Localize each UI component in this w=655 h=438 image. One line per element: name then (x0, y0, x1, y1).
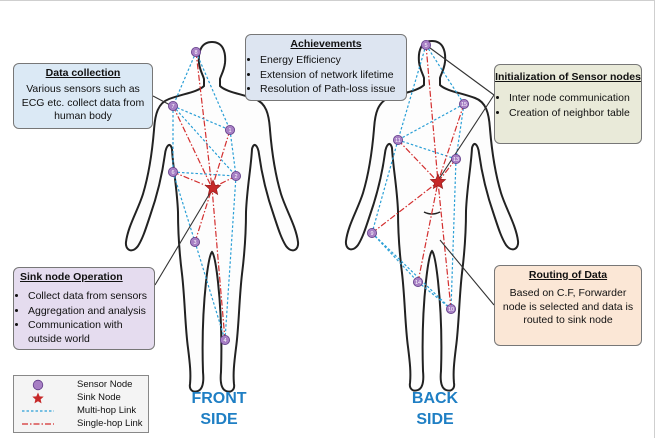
single-hop-line-icon (22, 418, 54, 430)
list-item: Aggregation and analysis (28, 305, 154, 318)
multi-hop-line-icon (22, 405, 54, 417)
legend-sensor-label: Sensor Node (77, 379, 132, 390)
list-item: Creation of neighbor table (509, 107, 641, 120)
sensor-node-label: 14 (415, 280, 421, 286)
sensor-node: 3 (190, 237, 199, 246)
sensor-node: 15 (459, 99, 468, 108)
sink-operation-list: Collect data from sensors Aggregation an… (14, 290, 154, 346)
list-item: Collect data from sensors (28, 290, 154, 303)
sensor-node-label: 3 (193, 240, 196, 246)
sink-operation-box: Sink node Operation Collect data from se… (13, 267, 155, 350)
achievements-list: Energy Efficiency Extension of network l… (246, 54, 406, 96)
sensor-node-label: 7 (171, 104, 174, 110)
initialization-list: Inter node communication Creation of nei… (495, 92, 641, 120)
sensor-node-label: 5 (424, 43, 427, 49)
legend-single-label: Single-hop Link (77, 418, 143, 429)
data-collection-text: Various sensors such as ECG etc. collect… (14, 83, 152, 123)
sensor-node: 6 (168, 167, 177, 176)
front-side-label: FRONT SIDE (169, 389, 269, 431)
front-label-line1: FRONT (169, 389, 269, 410)
data-collection-title: Data collection (14, 67, 152, 80)
sensor-node-label: 8 (194, 50, 197, 56)
sensor-node: 8 (191, 47, 200, 56)
achievements-box: Achievements Energy Efficiency Extension… (245, 34, 407, 101)
sensor-node-label: 11 (395, 138, 401, 144)
sensor-node-label: 6 (171, 170, 174, 176)
sensor-node-label: 1 (228, 128, 231, 134)
sensor-node: 9 (367, 228, 376, 237)
data-collection-box: Data collection Various sensors such as … (13, 63, 153, 129)
legend: Sensor Node Sink Node Multi-hop Link Sin… (13, 375, 149, 433)
initialization-box: Initialization of Sensor nodes Inter nod… (494, 64, 642, 144)
list-item: Extension of network lifetime (260, 69, 406, 82)
legend-single-row: Single-hop Link (14, 418, 150, 430)
list-item: Energy Efficiency (260, 54, 406, 67)
front-label-line2: SIDE (169, 410, 269, 431)
back-label-line1: BACK (385, 389, 485, 410)
sensor-node-label: 15 (461, 102, 467, 108)
routing-box: Routing of Data Based on C.F, Forwarder … (494, 265, 642, 346)
sensor-node: 5 (421, 40, 430, 49)
achievements-title: Achievements (246, 38, 406, 51)
routing-title: Routing of Data (495, 269, 641, 282)
sensor-node: 10 (446, 304, 455, 313)
legend-multi-label: Multi-hop Link (77, 405, 136, 416)
sensor-node: 7 (168, 101, 177, 110)
back-side-label: BACK SIDE (385, 389, 485, 431)
sensor-node: 2 (231, 171, 240, 180)
sink-star-icon (22, 392, 54, 404)
list-item: Communication with outside world (28, 319, 154, 346)
sensor-node-label: 10 (448, 307, 454, 313)
sensor-node-label: 4 (223, 338, 226, 344)
sensor-node: 13 (451, 154, 460, 163)
routing-text: Based on C.F, Forwarder node is selected… (495, 287, 641, 327)
legend-sink-label: Sink Node (77, 392, 121, 403)
legend-sink-row: Sink Node (14, 392, 150, 404)
sensor-node: 4 (220, 335, 229, 344)
sensor-node-label: 9 (370, 231, 373, 237)
sensor-node-icon (22, 379, 54, 391)
list-item: Resolution of Path-loss issue (260, 83, 406, 96)
list-item: Inter node communication (509, 92, 641, 105)
legend-multi-row: Multi-hop Link (14, 405, 150, 417)
sensor-node-label: 13 (453, 157, 459, 163)
initialization-title: Initialization of Sensor nodes (495, 71, 641, 84)
sink-operation-title: Sink node Operation (14, 271, 154, 284)
legend-sensor-row: Sensor Node (14, 379, 150, 391)
sensor-node-label: 2 (234, 174, 237, 180)
sensor-node: 14 (413, 277, 422, 286)
back-label-line2: SIDE (385, 410, 485, 431)
sensor-node: 1 (225, 125, 234, 134)
sensor-node: 11 (393, 135, 402, 144)
